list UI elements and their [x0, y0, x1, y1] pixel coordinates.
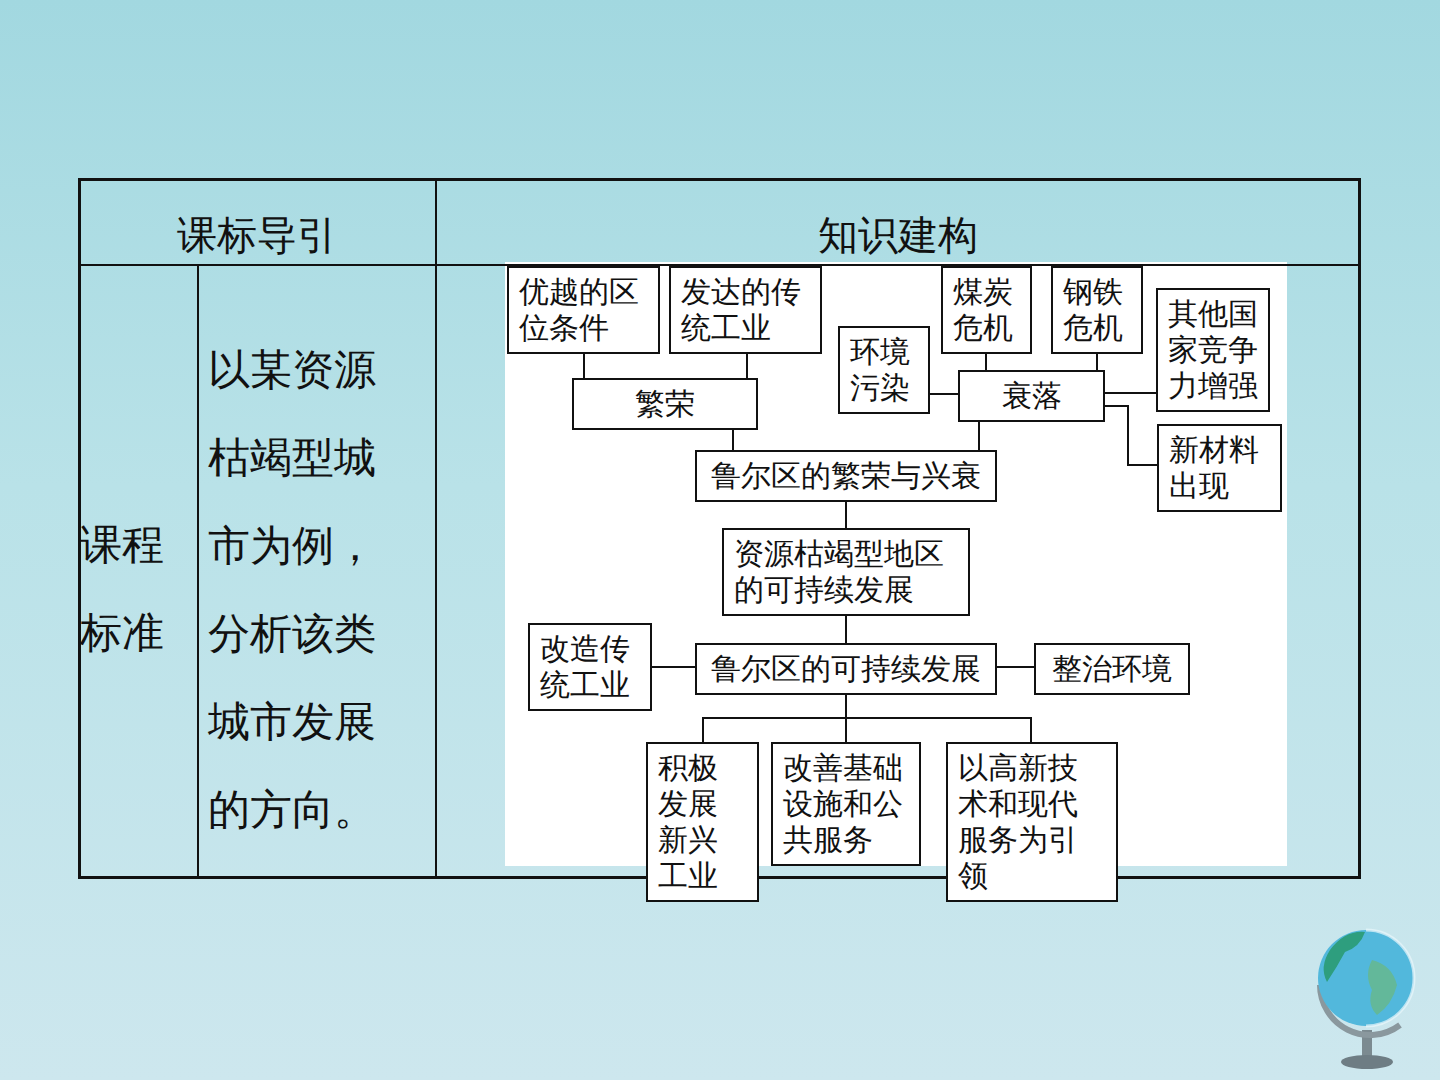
box-text: 环境污染: [850, 334, 918, 406]
connector-line: [583, 354, 585, 378]
connector-line: [1105, 392, 1156, 394]
concept-box: 衰落: [958, 370, 1105, 422]
box-text: 发达的传统工业: [681, 274, 810, 346]
connector-line: [846, 695, 1031, 742]
connector-line: [652, 666, 695, 668]
box-text: 其他国家竞争力增强: [1168, 296, 1258, 404]
concept-box: 改造传统工业: [528, 623, 652, 711]
connector-line: [985, 354, 987, 370]
box-text: 新材料出现: [1169, 432, 1270, 504]
diagram-ground: [505, 262, 1287, 866]
box-text: 鲁尔区的可持续发展: [711, 651, 981, 687]
connector-line: [978, 422, 980, 450]
concept-box: 优越的区位条件: [507, 266, 660, 354]
box-text: 鲁尔区的繁荣与兴衰: [711, 458, 981, 494]
connector-line: [845, 502, 847, 528]
table-header: 课标导引: [78, 207, 436, 263]
box-text: 资源枯竭型地区的可持续发展: [734, 536, 958, 608]
table-cell: 以某资源枯竭型城市为例，分析该类城市发展的方向。: [208, 326, 394, 854]
box-text: 煤炭危机: [953, 274, 1020, 346]
connector-line: [930, 393, 958, 395]
connector-line: [703, 695, 846, 742]
box-text: 衰落: [1002, 378, 1062, 414]
connector-line: [997, 666, 1034, 668]
box-text: 改善基础设施和公共服务: [783, 750, 909, 858]
concept-box: 以高新技术和现代服务为引领: [946, 742, 1118, 902]
concept-box: 新材料出现: [1157, 424, 1282, 512]
table-header: 知识建构: [436, 207, 1360, 263]
concept-box: 积极发展新兴工业: [646, 742, 759, 902]
connector-line: [845, 616, 847, 643]
concept-box: 整治环境: [1034, 643, 1190, 695]
table-rule: [197, 265, 199, 878]
concept-box: 资源枯竭型地区的可持续发展: [722, 528, 970, 616]
concept-box: 发达的传统工业: [669, 266, 822, 354]
box-text: 改造传统工业: [540, 631, 640, 703]
box-text: 以高新技术和现代服务为引领: [958, 750, 1106, 894]
box-text: 整治环境: [1052, 651, 1172, 687]
concept-box: 钢铁危机: [1051, 266, 1143, 354]
concept-box: 环境污染: [838, 326, 930, 414]
globe-icon: [1318, 930, 1414, 1069]
concept-box: 煤炭危机: [941, 266, 1032, 354]
connector-line: [746, 354, 748, 378]
box-text: 钢铁危机: [1063, 274, 1131, 346]
table-cell: 课程标准: [80, 501, 172, 677]
concept-box: 改善基础设施和公共服务: [771, 742, 921, 866]
connector-line: [1096, 354, 1098, 370]
connector-line: [1105, 406, 1157, 465]
concept-box: 鲁尔区的繁荣与兴衰: [695, 450, 997, 502]
table-rule: [435, 179, 437, 878]
concept-box: 鲁尔区的可持续发展: [695, 643, 997, 695]
connector-line: [732, 430, 734, 450]
concept-box: 繁荣: [572, 378, 758, 430]
box-text: 繁荣: [635, 386, 695, 422]
box-text: 优越的区位条件: [519, 274, 648, 346]
box-text: 积极发展新兴工业: [658, 750, 747, 894]
concept-box: 其他国家竞争力增强: [1156, 288, 1270, 412]
